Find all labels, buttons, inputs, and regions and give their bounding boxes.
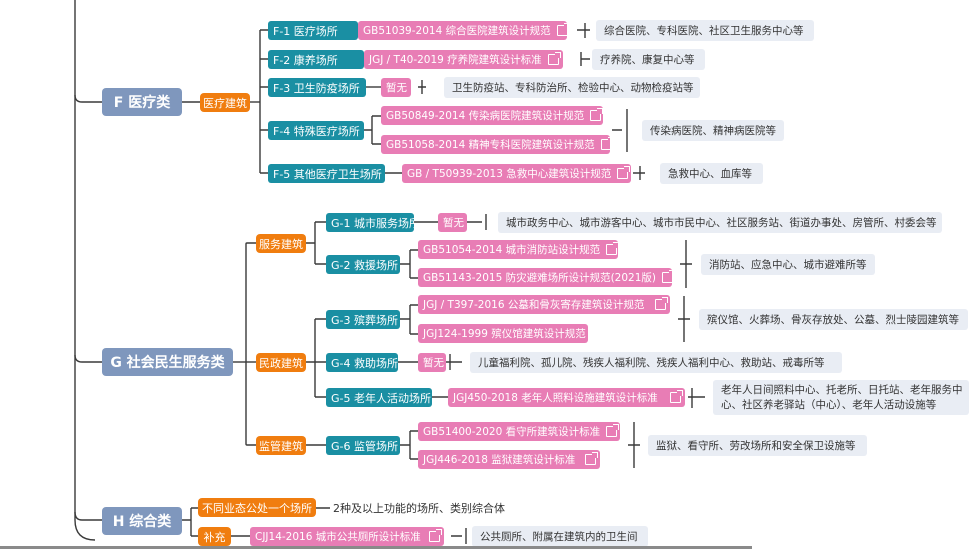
category-h[interactable]: H 综合类: [102, 507, 182, 535]
standard-node[interactable]: JGJ / T397-2016 公墓和骨灰寄存建筑设计规范: [418, 295, 670, 314]
group-civil-affairs-building[interactable]: 民政建筑: [256, 353, 306, 372]
group-service-building[interactable]: 服务建筑: [256, 234, 306, 253]
subcategory-g4[interactable]: G-4 救助场所: [326, 353, 398, 372]
description-node: 卫生防疫站、专科防治所、检验中心、动物检疫站等: [444, 77, 700, 98]
category-g[interactable]: G 社会民生服务类: [102, 348, 233, 376]
external-link-icon[interactable]: [606, 424, 620, 437]
subcategory-g3[interactable]: G-3 殡葬场所: [326, 310, 400, 329]
standard-node[interactable]: JGJ124-1999 殡仪馆建筑设计规范: [418, 324, 588, 343]
horizontal-scrollbar[interactable]: [0, 546, 752, 549]
description-node: 综合医院、专科医院、社区卫生服务中心等: [596, 20, 814, 41]
standard-node[interactable]: JGJ / T40-2019 疗养院建筑设计标准: [364, 50, 563, 69]
standard-node[interactable]: GB51400-2020 看守所建筑设计标准: [418, 422, 620, 441]
mixed-use-note: 2种及以上功能的场所、类别综合体: [333, 501, 505, 515]
subcategory-g2[interactable]: G-2 救援场所: [326, 255, 400, 274]
subcategory-f4[interactable]: F-4 特殊医疗场所: [268, 121, 364, 140]
subcategory-f3[interactable]: F-3 卫生防疫场所: [268, 78, 366, 97]
external-link-icon[interactable]: [429, 529, 442, 542]
standard-node[interactable]: JGJ450-2018 老年人照料设施建筑设计标准: [448, 388, 685, 407]
category-f[interactable]: F 医疗类: [102, 88, 182, 116]
subcategory-g6[interactable]: G-6 监管场所: [326, 436, 400, 455]
group-supplement[interactable]: 补充: [198, 527, 231, 546]
external-link-icon[interactable]: [662, 270, 672, 283]
subcategory-g1[interactable]: G-1 城市服务场所: [326, 213, 414, 232]
external-link-icon[interactable]: [617, 166, 631, 179]
description-node: 儿童福利院、孤儿院、残疾人福利院、残疾人福利中心、救助站、戒毒所等: [470, 352, 842, 373]
standard-node-none[interactable]: 暂无: [418, 353, 446, 372]
subcategory-f5[interactable]: F-5 其他医疗卫生场所: [268, 164, 385, 183]
standard-node-none[interactable]: 暂无: [381, 78, 411, 97]
subcategory-g5[interactable]: G-5 老年人活动场所: [326, 388, 432, 407]
standard-node[interactable]: GB51039-2014 综合医院建筑设计规范: [358, 21, 567, 40]
standard-node[interactable]: GB / T50939-2013 急救中心建筑设计规范: [402, 164, 631, 183]
external-link-icon[interactable]: [655, 297, 668, 310]
description-node: 消防站、应急中心、城市避难所等: [701, 254, 875, 275]
standard-node[interactable]: GB51054-2014 城市消防站设计规范: [418, 240, 618, 259]
standard-node[interactable]: GB51143-2015 防灾避难场所设计规范(2021版): [418, 268, 672, 287]
description-node: 城市政务中心、城市游客中心、城市市民中心、社区服务站、街道办事处、房管所、村委会…: [498, 212, 942, 233]
standard-node[interactable]: GB50849-2014 传染病医院建筑设计规范: [381, 106, 603, 125]
external-link-icon[interactable]: [606, 242, 618, 255]
standard-node-none[interactable]: 暂无: [438, 213, 467, 232]
external-link-icon[interactable]: [590, 108, 603, 121]
group-mixed-use[interactable]: 不同业态公处一个场所: [198, 498, 316, 517]
description-node: 公共厕所、附属在建筑内的卫生间: [472, 526, 648, 547]
group-medical-building[interactable]: 医疗建筑: [200, 93, 250, 112]
standard-node[interactable]: GB51058-2014 精神专科医院建筑设计规范: [381, 135, 610, 154]
description-node: 老年人日间照料中心、托老所、日托站、老年服务中 心、社区养老驿站（中心）、老年人…: [713, 380, 969, 415]
external-link-icon[interactable]: [585, 452, 598, 465]
description-node: 殡仪馆、火葬场、骨灰存放处、公墓、烈士陵园建筑等: [699, 309, 968, 330]
description-node: 疗养院、康复中心等: [592, 49, 705, 70]
description-node: 传染病医院、精神病医院等: [642, 120, 784, 141]
description-node: 监狱、看守所、劳改场所和安全保卫设施等: [648, 435, 867, 456]
group-supervision-building[interactable]: 监管建筑: [256, 436, 306, 455]
external-link-icon[interactable]: [670, 390, 683, 403]
description-node: 急救中心、血库等: [660, 163, 763, 184]
external-link-icon[interactable]: [548, 52, 561, 65]
external-link-icon[interactable]: [600, 137, 610, 150]
subcategory-f1[interactable]: F-1 医疗场所: [268, 21, 358, 40]
external-link-icon[interactable]: [556, 23, 567, 36]
subcategory-f2[interactable]: F-2 康养场所: [268, 50, 364, 69]
standard-node[interactable]: CJJ14-2016 城市公共厕所设计标准: [250, 527, 444, 546]
standard-node[interactable]: JGJ446-2018 监狱建筑设计标准: [418, 450, 600, 469]
